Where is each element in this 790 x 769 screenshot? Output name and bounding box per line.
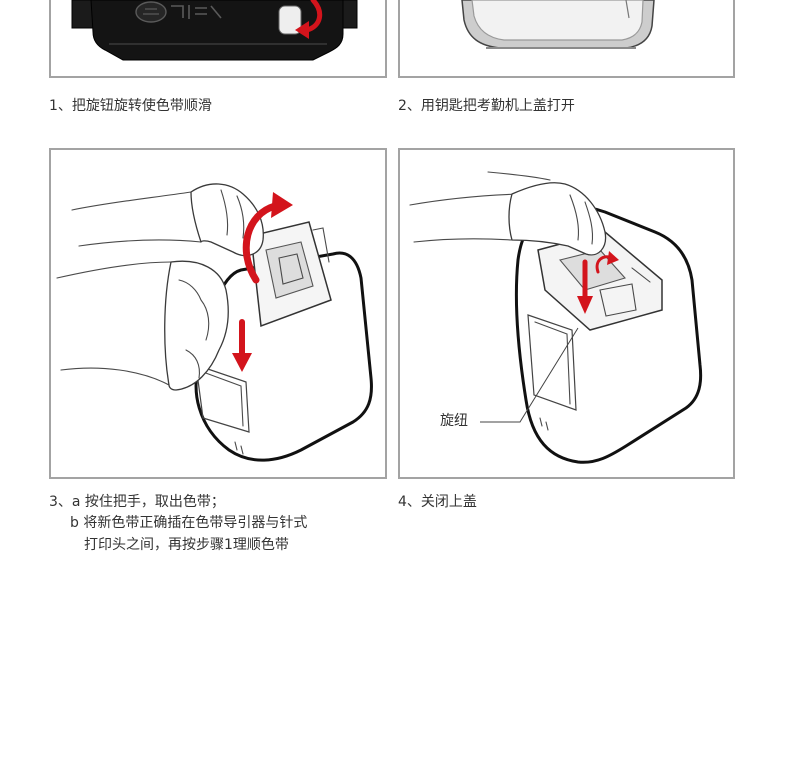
step4-illustration: 旋纽	[398, 148, 735, 479]
rotate-arrow	[295, 0, 323, 39]
upper-hand	[71, 183, 264, 257]
ribbon-guide	[265, 241, 314, 299]
hand	[409, 171, 607, 256]
knob-callout-label: 旋纽	[440, 413, 468, 429]
step2-drawing	[461, 0, 655, 49]
step3-illustration	[49, 148, 387, 479]
step4-caption: 4、关闭上盖	[398, 494, 477, 510]
step1-caption: 1、把旋钮旋转使色带顺滑	[49, 98, 212, 114]
ribbon-cartridge	[71, 0, 358, 61]
step3-caption-line3: 打印头之间，再按步骤1理顺色带	[84, 537, 289, 553]
step3-drawing	[56, 183, 373, 462]
insert-down-arrow	[232, 319, 252, 372]
step3-caption-line2: b 将新色带正确插在色带导引器与针式	[70, 515, 308, 531]
time-clock-device-bottom	[461, 0, 655, 49]
lower-hand	[56, 260, 229, 391]
step3-caption-line1: 3、a 按住把手，取出色带；	[49, 494, 225, 510]
knob-rotate-arrow	[595, 251, 619, 274]
close-down-arrow	[577, 259, 593, 314]
callout-leader-line	[480, 327, 579, 423]
time-clock-device	[514, 204, 703, 464]
time-clock-device	[194, 221, 373, 462]
cartridge-logo	[135, 1, 222, 23]
step4-drawing	[409, 171, 703, 464]
front-window	[195, 364, 250, 433]
step2-caption: 2、用钥匙把考勤机上盖打开	[398, 98, 575, 114]
front-window	[527, 314, 577, 411]
ribbon-knob	[278, 5, 302, 35]
step1-illustration	[49, 0, 387, 78]
step2-illustration	[398, 0, 735, 78]
lift-curved-arrow	[242, 192, 293, 284]
step1-drawing	[71, 0, 358, 61]
